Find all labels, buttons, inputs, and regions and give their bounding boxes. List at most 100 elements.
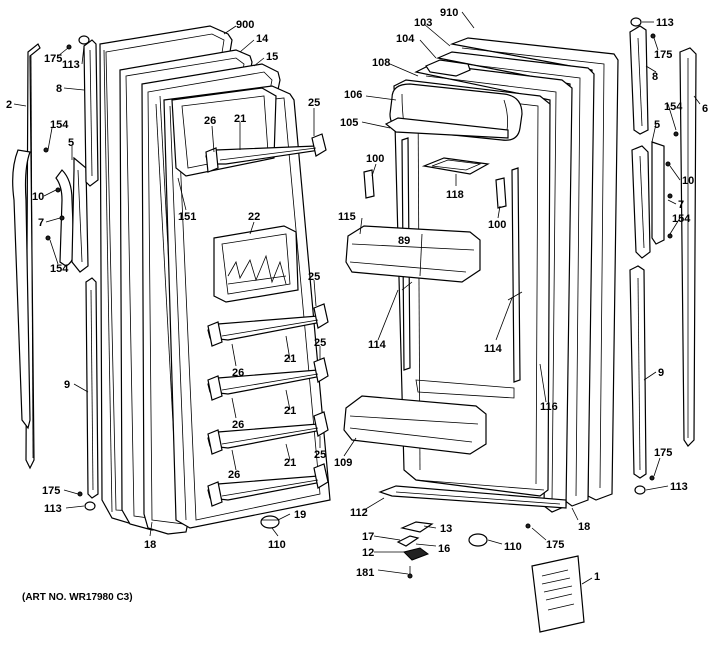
callout-26: 26 [232, 419, 244, 431]
callout-21: 21 [284, 457, 296, 469]
callout-9: 9 [658, 367, 664, 379]
callout-110: 110 [504, 541, 522, 553]
callout-108: 108 [372, 57, 390, 69]
freezer-shelf-rack-2 [207, 303, 329, 347]
callout-21: 21 [234, 113, 246, 125]
callout-2: 2 [6, 99, 12, 111]
callout-110: 110 [268, 539, 286, 551]
callout-175: 175 [654, 447, 672, 459]
callout-7: 7 [678, 199, 684, 211]
callout-114: 114 [484, 343, 503, 355]
callout-12: 12 [362, 547, 374, 559]
callout-89: 89 [398, 235, 410, 247]
callout-10: 10 [682, 175, 694, 187]
right-door-trim-strip [679, 47, 697, 447]
callout-175: 175 [654, 49, 672, 61]
callout-112: 112 [350, 507, 368, 519]
callout-21: 21 [284, 353, 296, 365]
owners-info-card [531, 555, 585, 633]
callout-104: 104 [396, 33, 415, 45]
callout-113: 113 [656, 17, 674, 29]
callout-113: 113 [670, 481, 688, 493]
callout-25: 25 [314, 449, 326, 461]
callout-9: 9 [64, 379, 70, 391]
bottom-grille-trim [378, 485, 567, 509]
freezer-door-inner-liner [163, 85, 331, 529]
callout-5: 5 [654, 119, 660, 131]
callout-113: 113 [44, 503, 62, 515]
shelf-support-brackets [363, 169, 507, 209]
left-top-trim [83, 39, 99, 187]
freezer-door-hinge-cap [260, 515, 280, 529]
freezer-shelf-rack-1 [205, 133, 327, 173]
callout-15: 15 [266, 51, 278, 63]
callout-25: 25 [308, 97, 320, 109]
freezer-shelf-rack-4 [207, 411, 329, 455]
left-handle-assembly [12, 149, 89, 430]
callout-109: 109 [334, 457, 352, 469]
callout-25: 25 [308, 271, 320, 283]
callout-105: 105 [340, 117, 358, 129]
callout-100: 100 [366, 153, 384, 165]
left-bottom-trim [85, 277, 99, 499]
callout-115: 115 [338, 211, 356, 223]
callout-26: 26 [228, 469, 240, 481]
callout-10: 10 [32, 191, 44, 203]
callout-116: 116 [540, 401, 558, 413]
callout-18: 18 [144, 539, 156, 551]
callout-175: 175 [42, 485, 60, 497]
callout-25: 25 [314, 337, 326, 349]
freezer-shelf-rack-3 [207, 357, 329, 401]
right-top-trim [629, 25, 649, 135]
callout-103: 103 [414, 17, 432, 29]
callout-8: 8 [56, 83, 62, 95]
callout-154: 154 [664, 101, 683, 113]
right-bottom-trim [629, 265, 647, 479]
callout-16: 16 [438, 543, 450, 555]
crisper-pan [345, 225, 481, 283]
dispenser-panel [213, 225, 299, 303]
callout-26: 26 [204, 115, 216, 127]
right-small-parts [630, 17, 679, 495]
cabinet-hinge-cap [468, 523, 531, 547]
callout-7: 7 [38, 217, 44, 229]
callout-6: 6 [702, 103, 708, 115]
callout-910: 910 [440, 7, 458, 19]
callout-118: 118 [446, 189, 464, 201]
callout-175: 175 [546, 539, 564, 551]
shelf-support-tray [421, 157, 490, 175]
callout-17: 17 [362, 531, 374, 543]
callout-154: 154 [672, 213, 691, 225]
callout-labels: 900 14 15 25 26 21 22 151 25 21 26 25 21… [6, 7, 708, 583]
callout-106: 106 [344, 89, 362, 101]
callout-19: 19 [294, 509, 306, 521]
callout-13: 13 [440, 523, 452, 535]
leader-lines [13, 11, 701, 585]
callout-154: 154 [50, 263, 69, 275]
callout-151: 151 [178, 211, 196, 223]
callout-100: 100 [488, 219, 506, 231]
callout-26: 26 [232, 367, 244, 379]
fresh-food-cabinet-liner [393, 79, 551, 497]
right-handle-assembly [631, 141, 665, 259]
lower-shelf-bin [343, 395, 487, 455]
callout-181: 181 [356, 567, 374, 579]
art-number-label: (ART NO. WR17980 C3) [22, 592, 133, 603]
callout-1: 1 [594, 571, 600, 583]
light-switch-assembly [396, 521, 434, 579]
callout-21: 21 [284, 405, 296, 417]
cabinet-top-trim [384, 59, 509, 139]
left-small-parts [43, 35, 96, 511]
callout-114: 114 [368, 339, 387, 351]
callout-8: 8 [652, 71, 658, 83]
callout-113: 113 [62, 59, 80, 71]
callout-900: 900 [236, 19, 254, 31]
freezer-shelf-rack-5 [207, 463, 329, 507]
callout-18: 18 [578, 521, 590, 533]
callout-22: 22 [248, 211, 260, 223]
callout-154: 154 [50, 119, 69, 131]
callout-14: 14 [256, 33, 269, 45]
callout-5: 5 [68, 137, 74, 149]
callout-175: 175 [44, 53, 62, 65]
